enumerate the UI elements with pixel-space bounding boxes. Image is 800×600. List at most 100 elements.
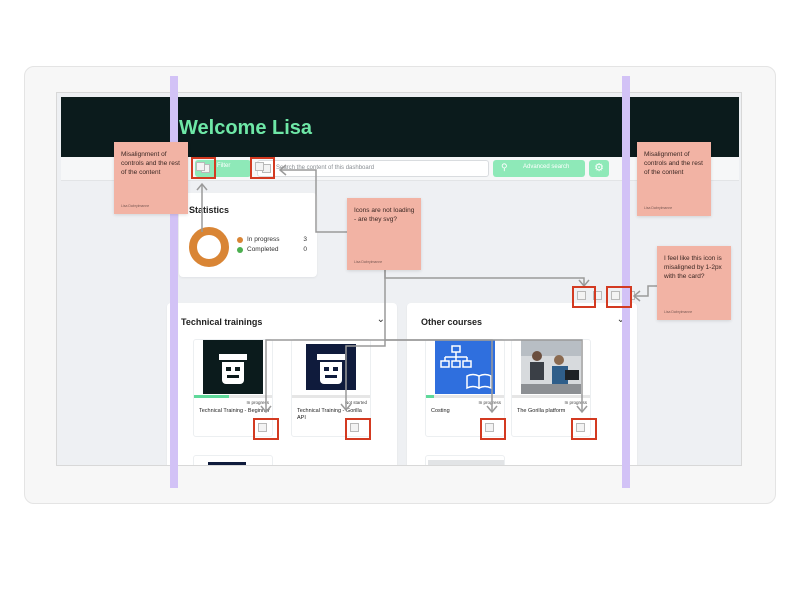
- sticky-note-left[interactable]: Misalignment of controls and the rest of…: [114, 142, 188, 214]
- course-name: Costing: [431, 408, 450, 414]
- legend-label: Completed: [247, 246, 279, 253]
- highlight-box: [191, 157, 216, 179]
- broken-icon: [577, 291, 586, 300]
- broken-icon[interactable]: [593, 291, 602, 300]
- connector-line: [265, 270, 386, 412]
- highlight-box: [606, 286, 632, 308]
- course-thumb-partial: [208, 462, 246, 465]
- legend-count: 3: [303, 236, 307, 243]
- connector-arrowhead: [340, 403, 352, 412]
- broken-icon: [255, 162, 264, 171]
- course-status: In progress: [246, 400, 269, 405]
- statistics-donut-chart: [189, 227, 229, 267]
- connector-line: [280, 169, 350, 233]
- filter-button[interactable]: Filter: [195, 160, 251, 177]
- gorilla-logo-image: [203, 340, 263, 394]
- other-courses-panel: Other courses ⌄ In progress Costing: [407, 303, 637, 465]
- gorilla-icon: [203, 340, 263, 394]
- sticky-note-author: Lisa Dabrylmanne: [354, 260, 383, 264]
- sticky-note-author: Lisa Dabrylmanne: [664, 310, 693, 314]
- sticky-note-author: Lisa Dabrylmanne: [644, 206, 673, 210]
- progress-fill: [194, 395, 230, 398]
- connector-line: [385, 339, 583, 412]
- course-name: Technical Training - Gorilla API: [297, 408, 362, 421]
- broken-icon: [196, 162, 205, 171]
- gorilla-icon: [306, 344, 356, 390]
- broken-icon: [485, 423, 494, 432]
- sticky-note-text: Misalignment of controls and the rest of…: [644, 151, 703, 176]
- progress-fill: [426, 395, 434, 398]
- sticky-note-icons[interactable]: Icons are not loading - are they svg? Li…: [347, 198, 421, 270]
- statistics-title: Statistics: [189, 205, 230, 215]
- list-view-icon: [611, 291, 620, 300]
- course-card[interactable]: In progress Technical Training - Beginne…: [193, 339, 273, 437]
- connector-arrowhead: [260, 405, 272, 414]
- course-card[interactable]: Not started Technical Training - Gorilla…: [291, 339, 371, 437]
- broken-icon: [350, 423, 359, 432]
- legend-dot: [237, 247, 243, 253]
- course-card-partial[interactable]: [193, 455, 273, 465]
- highlight-box: [572, 286, 596, 308]
- sticky-note-right-top[interactable]: Misalignment of controls and the rest of…: [637, 142, 711, 216]
- connector-arrowhead: [576, 405, 588, 414]
- search-placeholder: Search the content of this dashboard: [276, 165, 375, 171]
- highlight-box: [571, 418, 597, 440]
- course-status: Not started: [344, 400, 367, 405]
- chevron-down-icon[interactable]: ⌄: [616, 314, 625, 325]
- course-card-partial[interactable]: [425, 455, 505, 465]
- office-photo-image: [521, 340, 581, 394]
- advanced-search-button[interactable]: ⚲ Advanced search: [493, 160, 585, 177]
- course-card[interactable]: In progress The Gorilla platform: [511, 339, 591, 437]
- highlight-box: [345, 418, 371, 440]
- sticky-note-text: Misalignment of controls and the rest of…: [121, 151, 180, 176]
- course-name: The Gorilla platform: [517, 408, 566, 414]
- legend-count: 0: [303, 246, 307, 253]
- page-title: Welcome Lisa: [179, 117, 313, 139]
- legend-dot: [237, 237, 243, 243]
- search-input[interactable]: Search the content of this dashboard: [257, 160, 489, 177]
- sticky-note-author: Lisa Dabrylmanne: [121, 204, 150, 208]
- costing-image: [435, 340, 495, 394]
- legend-item-in-progress: In progress 3: [237, 236, 307, 245]
- panel-title: Technical trainings: [181, 317, 263, 327]
- highlight-box: [250, 157, 275, 179]
- sticky-note-text: I feel like this icon is misaligned by 1…: [664, 255, 722, 280]
- connector-line: [385, 339, 493, 412]
- progress-bar: [292, 395, 370, 398]
- search-icon: ⚲: [501, 162, 508, 172]
- connector-line: [384, 270, 585, 286]
- broken-icon: [576, 423, 585, 432]
- sticky-note-text: Icons are not loading - are they svg?: [354, 207, 415, 223]
- connector-arrowhead: [632, 290, 641, 302]
- course-status: In progress: [564, 400, 587, 405]
- highlight-box: [253, 418, 279, 440]
- advanced-search-label: Advanced search: [523, 164, 570, 170]
- alignment-guide-right: [622, 76, 630, 488]
- course-name: Technical Training - Beginner: [199, 408, 270, 414]
- alignment-guide-left: [170, 76, 178, 488]
- connector-arrowhead: [196, 182, 208, 191]
- chevron-down-icon[interactable]: ⌄: [376, 314, 385, 325]
- connector-line: [345, 340, 386, 410]
- filter-label: Filter: [217, 163, 231, 169]
- sticky-note-right-bottom[interactable]: I feel like this icon is misaligned by 1…: [657, 246, 731, 320]
- technical-trainings-panel: Technical trainings ⌄ In progress Techni…: [167, 303, 397, 465]
- progress-bar: [426, 395, 504, 398]
- connector-arrowhead: [278, 164, 287, 176]
- highlight-box: [480, 418, 506, 440]
- legend-label: In progress: [247, 236, 280, 243]
- panel-title: Other courses: [421, 317, 483, 327]
- course-thumb-partial: [428, 460, 504, 465]
- progress-bar: [194, 395, 272, 398]
- org-chart-icon: [435, 340, 495, 394]
- broken-icon: [258, 423, 267, 432]
- gorilla-logo-image: [301, 340, 361, 394]
- legend-item-completed: Completed 0: [237, 246, 307, 255]
- course-status: In progress: [478, 400, 501, 405]
- progress-bar: [512, 395, 590, 398]
- connector-arrowhead: [486, 405, 498, 414]
- settings-button[interactable]: ⚙: [589, 160, 609, 177]
- gear-icon: ⚙: [594, 162, 604, 174]
- connector-line: [634, 285, 657, 297]
